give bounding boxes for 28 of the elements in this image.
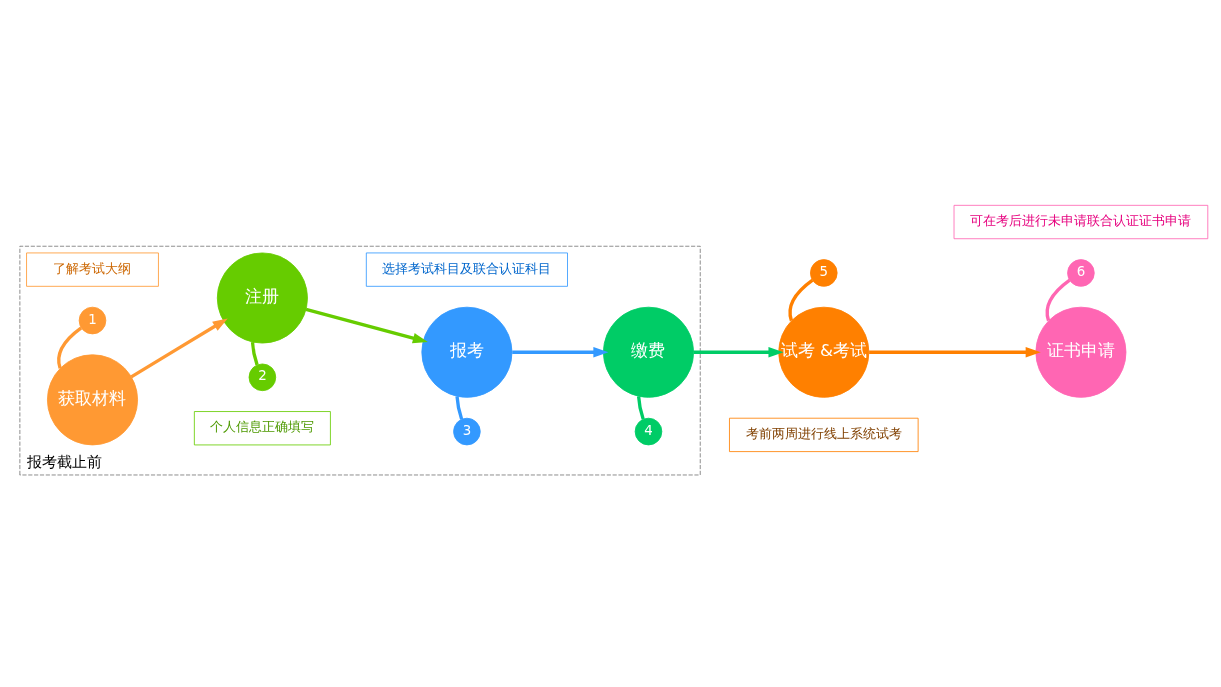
node-circle: 4 [634, 417, 663, 446]
node-box: 选择考试科目及联合认证科目 [365, 252, 568, 287]
node-circle: 试考 &考试 [778, 306, 870, 398]
arrow [869, 347, 1041, 358]
node-circle: 证书申请 [1035, 306, 1127, 398]
connector [636, 396, 645, 420]
connector [57, 326, 83, 369]
connector [788, 278, 814, 322]
node-box: 可在考后进行未申请联合认证证书申请 [953, 204, 1209, 240]
node-box: 了解考试大纲 [26, 252, 159, 287]
node-circle: 2 [248, 363, 277, 392]
arrow [305, 307, 428, 344]
node-circle: 注册 [216, 252, 308, 344]
node-circle: 获取材料 [47, 354, 138, 446]
node-circle: 报考 [421, 306, 513, 398]
arrow [693, 347, 784, 358]
node-circle: 6 [1067, 259, 1095, 287]
connector [250, 342, 259, 366]
node-box: 考前两周进行线上系统试考 [729, 417, 919, 453]
node-circle: 1 [78, 306, 107, 335]
connector [455, 396, 464, 420]
arrow [512, 347, 609, 358]
arrow [130, 318, 228, 379]
node-box: 个人信息正确填写 [193, 411, 331, 446]
node-circle: 5 [810, 259, 838, 287]
node-circle: 3 [453, 417, 481, 446]
connector [1045, 278, 1071, 322]
node-circle: 缴费 [603, 306, 694, 398]
